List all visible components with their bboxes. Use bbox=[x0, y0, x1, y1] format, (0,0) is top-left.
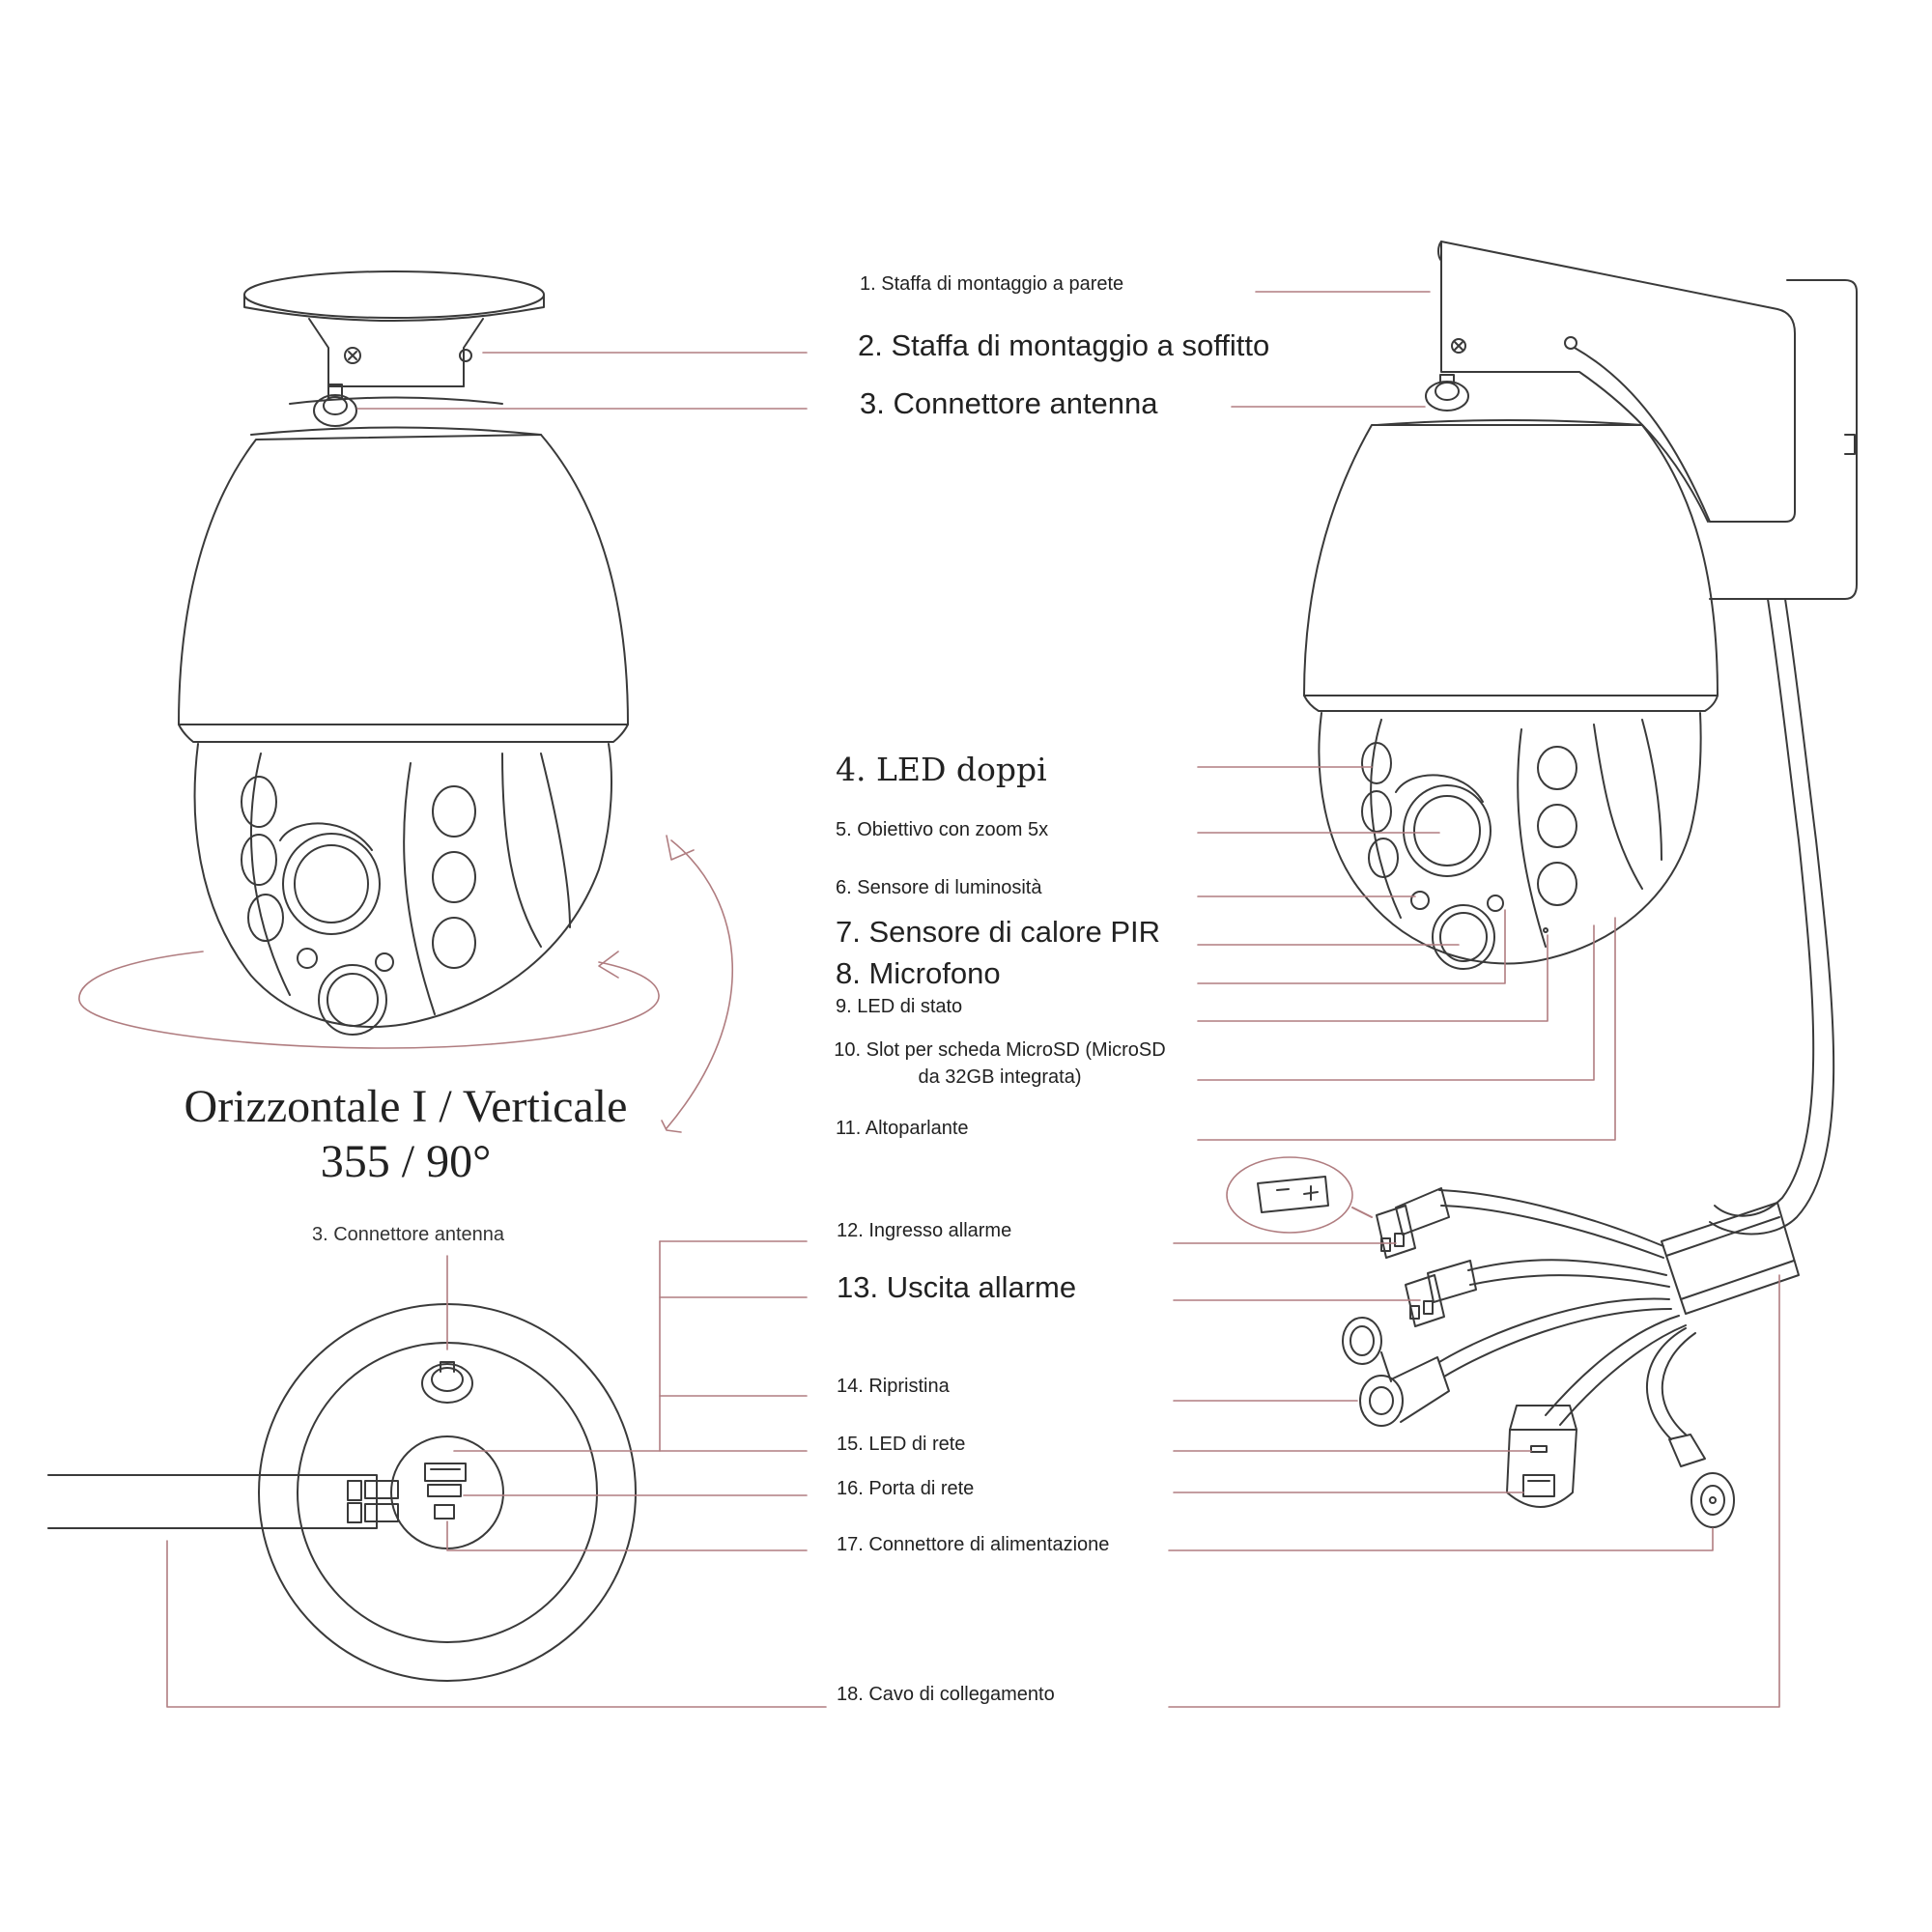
label-alarm-input: 12. Ingresso allarme bbox=[837, 1220, 1012, 1241]
label-dual-leds: 4. LED doppi bbox=[836, 751, 1047, 788]
polarity-callout bbox=[1226, 1156, 1373, 1234]
label-antenna-connector: 3. Connettore antenna bbox=[860, 386, 1158, 420]
label-alarm-output: 13. Uscita allarme bbox=[837, 1270, 1077, 1304]
left-camera-illustration bbox=[178, 270, 629, 1036]
right-camera-cable bbox=[1661, 598, 1835, 1315]
label-wall-mount-bracket: 1. Staffa di montaggio a parete bbox=[860, 273, 1124, 295]
label-network-port: 16. Porta di rete bbox=[837, 1478, 975, 1499]
leader-lines bbox=[166, 291, 1780, 1708]
label-microphone: 8. Microfono bbox=[836, 956, 1001, 990]
right-cable-tails bbox=[1342, 1187, 1735, 1528]
label-base-antenna-connector: 3. Connettore antenna bbox=[312, 1224, 505, 1245]
label-microsd-slot: 10. Slot per scheda MicroSD (MicroSD da … bbox=[834, 1039, 1166, 1088]
label-zoom-lens: 5. Obiettivo con zoom 5x bbox=[836, 819, 1049, 840]
label-connection-cable: 18. Cavo di collegamento bbox=[837, 1684, 1055, 1705]
label-status-led: 9. LED di stato bbox=[836, 996, 963, 1017]
base-bottom-view bbox=[47, 1303, 637, 1682]
label-reset: 14. Ripristina bbox=[837, 1376, 950, 1397]
label-pir-sensor: 7. Sensore di calore PIR bbox=[836, 915, 1161, 949]
label-network-led: 15. LED di rete bbox=[837, 1434, 966, 1455]
label-ceiling-mount-bracket: 2. Staffa di montaggio a soffitto bbox=[858, 328, 1270, 362]
label-speaker: 11. Altoparlante bbox=[836, 1118, 969, 1139]
rotation-title-line2: 355 / 90° bbox=[320, 1136, 492, 1187]
right-camera-illustration bbox=[1303, 241, 1858, 970]
label-light-sensor: 6. Sensore di luminosità bbox=[836, 877, 1042, 898]
rotation-arrows bbox=[78, 835, 733, 1133]
label-power-connector: 17. Connettore di alimentazione bbox=[837, 1534, 1110, 1555]
rotation-title-line1: Orizzontale I / Verticale bbox=[184, 1081, 628, 1132]
